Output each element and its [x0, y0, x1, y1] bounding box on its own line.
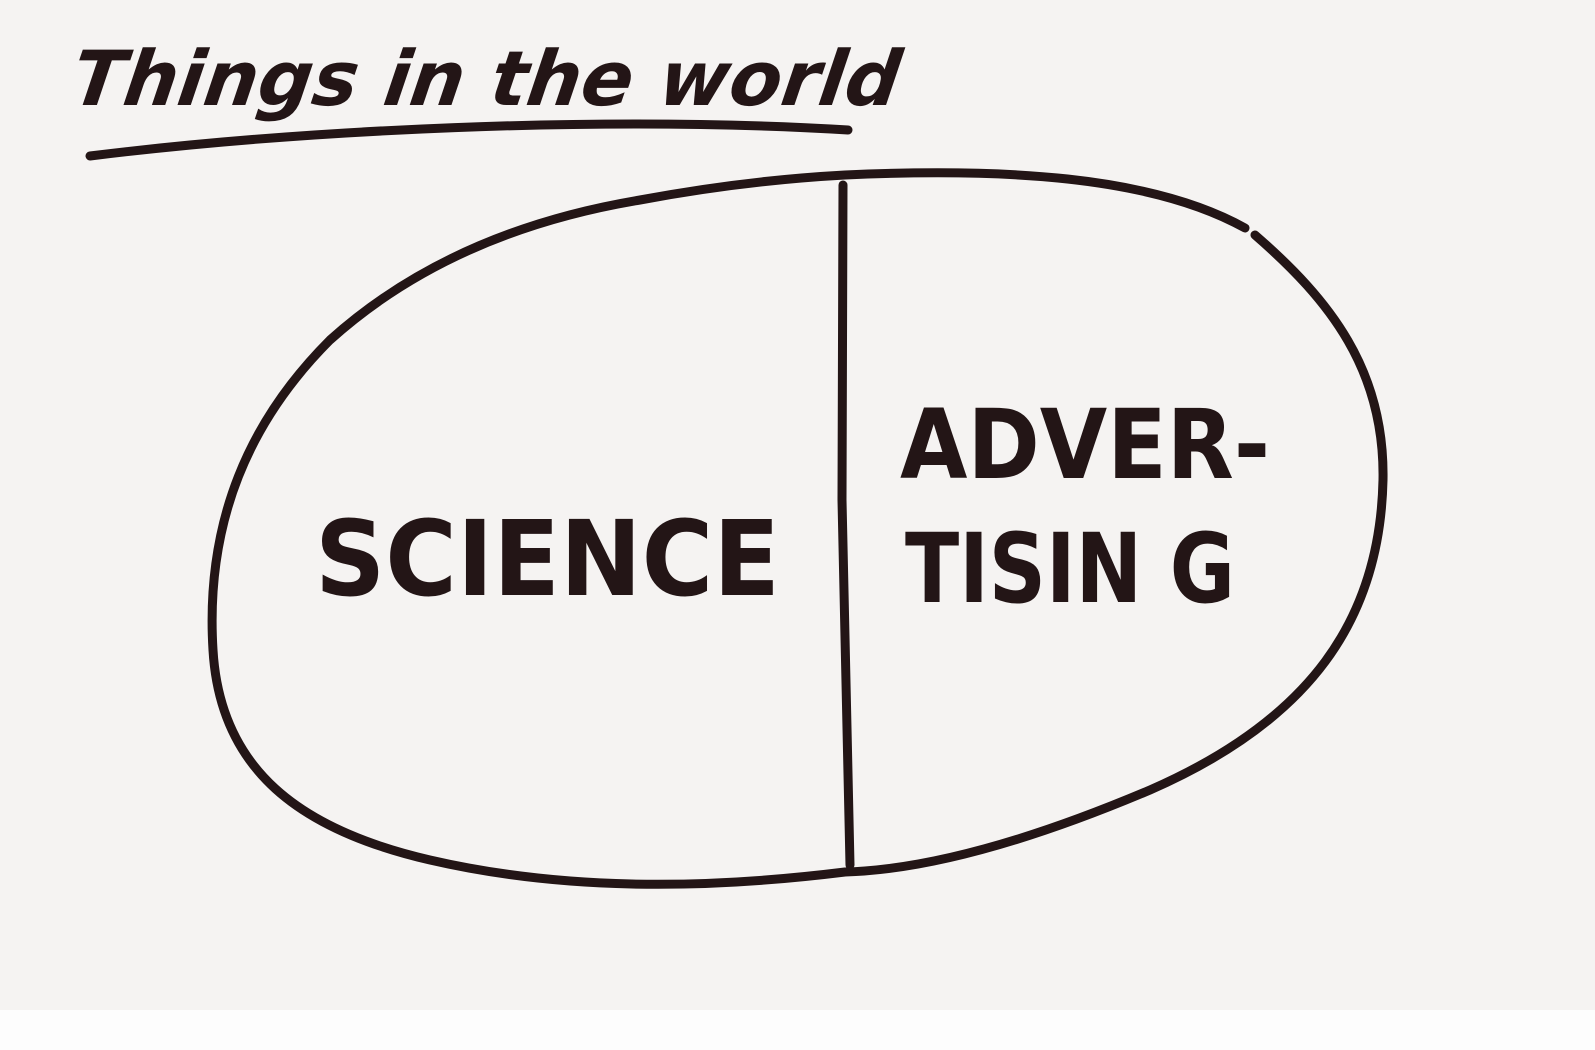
advertising-label-line1: ADVER-: [900, 389, 1270, 501]
science-label: SCIENCE: [315, 498, 780, 620]
title-underline: [85, 119, 853, 161]
advertising-label-line2: TISIN G: [905, 513, 1235, 625]
diagram-title: Things in the world: [67, 35, 908, 124]
divider-line: [837, 180, 855, 870]
world-oval: [207, 168, 1388, 889]
paper-edge: [0, 1010, 1595, 1050]
